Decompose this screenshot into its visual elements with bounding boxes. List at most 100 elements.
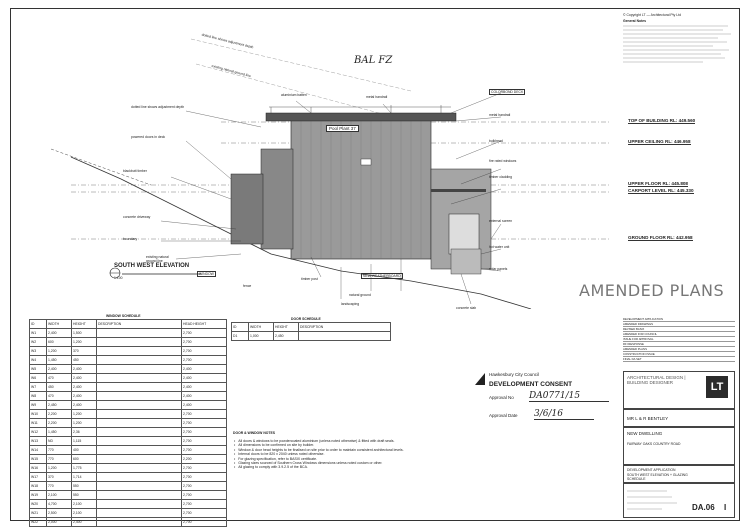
table-cell xyxy=(96,481,182,491)
table-cell: W22 xyxy=(29,517,47,527)
table-cell: 1,200 xyxy=(71,337,97,347)
annotation-top-1: aluminium batten xyxy=(281,93,307,97)
note-item: All glazing to comply with 3.9.2.5 of th… xyxy=(238,465,463,469)
door-window-notes: DOOR & WINDOW NOTES All doors & windows … xyxy=(233,431,463,470)
table-cell: 1,115 xyxy=(71,436,97,446)
approval-date-label: Approval Date xyxy=(489,413,518,418)
col-header: DESCRIPTION xyxy=(298,322,391,332)
table-cell: W15 xyxy=(29,454,47,464)
annotation-right-4: timber cladding xyxy=(489,175,512,179)
annotation-left-6: existing natural ground line xyxy=(146,255,169,263)
table-cell: 2,400 xyxy=(71,373,97,383)
drawing-sheet: BAL FZ Pool Plant 37 TOP OF BUILDING RL:… xyxy=(10,8,740,527)
table-cell xyxy=(96,499,182,509)
col-header: ID xyxy=(231,322,249,332)
table-cell: W3 xyxy=(29,346,47,356)
col-header: HEAD HEIGHT xyxy=(181,319,227,329)
note-item: All dimensions to be confirmed on site b… xyxy=(238,443,463,447)
table-row: D1 1,000 2,450 xyxy=(231,331,391,341)
table-cell: 1,200 xyxy=(46,463,72,473)
approval-no-label: Approval No xyxy=(489,395,514,400)
table-cell xyxy=(96,400,182,410)
annotation-top-2: metal handrail xyxy=(366,95,388,99)
table-cell: W6 xyxy=(29,373,47,383)
table-cell: 370 xyxy=(46,472,72,482)
table-cell xyxy=(96,328,182,338)
table-cell: W10 xyxy=(29,409,47,419)
table-cell: 770 xyxy=(46,454,72,464)
annotation-left-2: powered doors in deck xyxy=(131,135,166,139)
col-header: HEIGHT xyxy=(71,319,97,329)
notes-title: DOOR & WINDOW NOTES xyxy=(233,431,276,435)
table-cell: 550 xyxy=(71,490,97,500)
sheet-desc-3: SCHEDULE xyxy=(627,477,646,481)
table-cell: 600 xyxy=(46,337,72,347)
table-cell xyxy=(96,418,182,428)
note-item: All doors & windows to be powdercoated a… xyxy=(238,439,463,443)
table-cell: 2,700 xyxy=(181,436,227,446)
approval-no-value: DA0771/15 xyxy=(529,391,609,402)
company-logo: LT xyxy=(706,376,728,398)
table-cell: W5 xyxy=(29,364,47,374)
sheet-desc-2: SOUTH WEST ELEVATION + GLAZING xyxy=(627,472,688,477)
table-cell: W21 xyxy=(29,508,47,518)
drawing-number: DA.06 xyxy=(692,503,715,512)
table-cell: 2,700 xyxy=(181,337,227,347)
table-cell xyxy=(96,391,182,401)
table-cell: ND xyxy=(46,436,72,446)
table-cell: 2,400 xyxy=(181,391,227,401)
drawing-number-box: DA.06 I xyxy=(623,483,735,518)
table-cell: 2,700 xyxy=(181,517,227,527)
table-cell: W13 xyxy=(29,436,47,446)
annotation-right-3: fire rated windows xyxy=(489,159,517,163)
elevation-drawing xyxy=(50,38,611,309)
table-cell: W20 xyxy=(29,499,47,509)
note-item: Window & door head heights to be finalis… xyxy=(238,448,463,452)
col-header: DESCRIPTION xyxy=(96,319,182,329)
elevation-scale: 1:100 xyxy=(114,276,123,280)
callout-new-weatherboard: NEW WEATHERBOARD xyxy=(361,273,403,279)
table-cell: W11 xyxy=(29,418,47,428)
company-block: ARCHITECTURAL DESIGN | BUILDING DESIGNER… xyxy=(623,371,735,409)
revision-item: CONSTRUCTION ISSUE xyxy=(623,352,735,357)
council-consent-stamp: Hawkesbury City Council DEVELOPMENT CONS… xyxy=(471,369,631,429)
table-cell: W1 xyxy=(29,328,47,338)
table-cell: 2,700 xyxy=(181,445,227,455)
note-item: Internal doors to be 820 x 2040 unless n… xyxy=(238,452,463,456)
table-cell xyxy=(298,331,391,341)
table-cell: 2,200 xyxy=(181,454,227,464)
table-cell: 2,200 xyxy=(46,409,72,419)
amended-plans-stamp: AMENDED PLANS xyxy=(579,281,725,300)
table-cell: 2,200 xyxy=(46,418,72,428)
annotation-right-2: bulkhead xyxy=(489,139,503,143)
table-cell: 2,400 xyxy=(71,400,97,410)
table-cell: 450 xyxy=(71,355,97,365)
table-cell xyxy=(96,382,182,392)
table-cell: 1,775 xyxy=(71,463,97,473)
general-notes: © Copyright LT — Architectural Pty Ltd G… xyxy=(623,13,735,70)
sheet-desc-1: DEVELOPMENT APPLICATION xyxy=(627,468,676,472)
table-cell: 470 xyxy=(46,373,72,383)
pool-plant-label: Pool Plant 37 xyxy=(326,125,359,133)
table-cell: 1,200 xyxy=(71,418,97,428)
table-cell: 2,400 xyxy=(181,400,227,410)
table-cell xyxy=(96,454,182,464)
annotation-bottom-1: timber post xyxy=(301,277,318,281)
revision-item: RFI RESPONSE xyxy=(623,342,735,347)
table-cell: 2,700 xyxy=(181,481,227,491)
table-cell: W12 xyxy=(29,427,47,437)
general-notes-title: General Notes xyxy=(623,19,646,23)
level-upper-ceiling: UPPER CEILING RL: 446.958 xyxy=(628,139,691,145)
table-cell: 450 xyxy=(46,382,72,392)
annotation-left-4: concrete driveway xyxy=(123,215,151,219)
door-schedule-header: ID WIDTH HEIGHT DESCRIPTION xyxy=(231,322,391,332)
